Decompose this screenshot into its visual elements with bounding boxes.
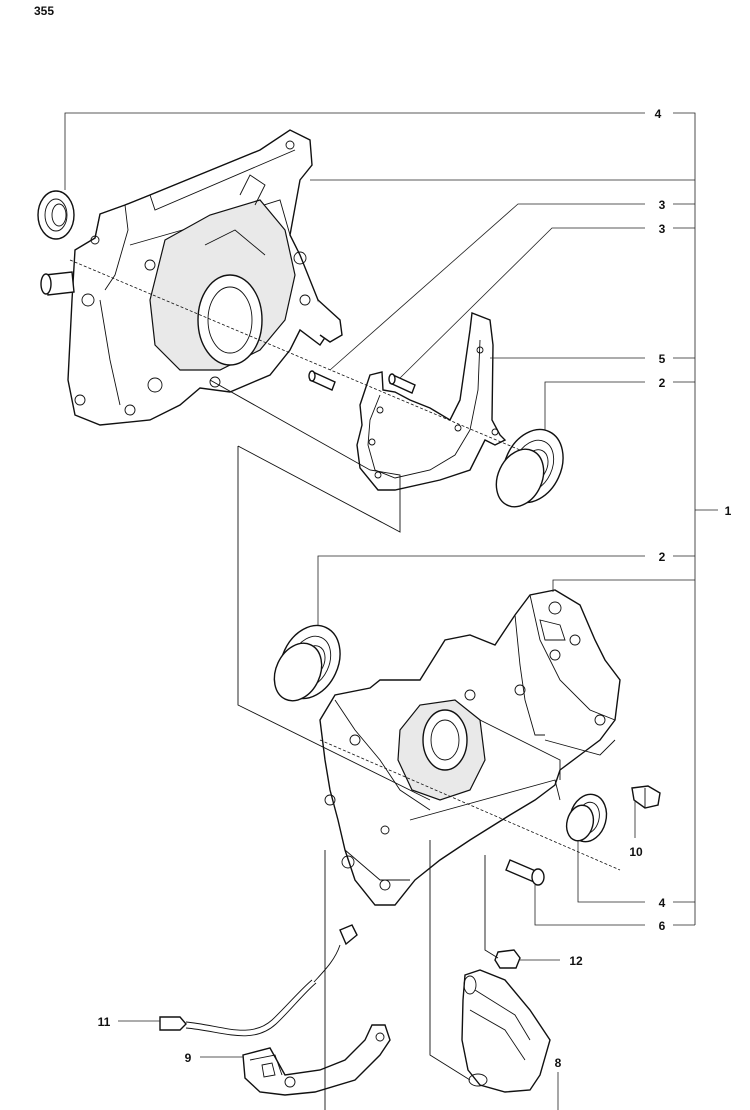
lower-crankcase-half xyxy=(319,589,621,906)
callout-1: 1 xyxy=(725,504,732,518)
callout-3-b: 3 xyxy=(659,222,666,236)
callout-12: 12 xyxy=(569,954,583,968)
callout-3-a: 3 xyxy=(659,198,666,212)
screw xyxy=(505,859,545,886)
connector xyxy=(494,949,521,969)
gasket xyxy=(356,312,507,491)
callout-4-bottom: 4 xyxy=(659,896,666,910)
upper-crankcase-half xyxy=(40,129,343,426)
guide-pin-2 xyxy=(388,373,416,394)
assembly-line-12 xyxy=(484,855,499,959)
callout-8: 8 xyxy=(555,1056,562,1070)
callout-5: 5 xyxy=(659,352,666,366)
callout-9: 9 xyxy=(185,1051,192,1065)
guide-pin-1 xyxy=(308,370,336,391)
callout-4-top: 4 xyxy=(655,107,662,121)
cover-plate xyxy=(461,969,551,1093)
assembly-line-lower xyxy=(319,739,621,871)
ball-bearing-lower xyxy=(273,624,341,702)
callout-2-lower: 2 xyxy=(659,550,666,564)
assembly-bracket-mid xyxy=(237,446,431,801)
oil-seal-lower xyxy=(565,793,608,843)
ball-bearing-upper xyxy=(495,428,564,508)
callout-10: 10 xyxy=(629,845,643,859)
callout-11: 11 xyxy=(98,1015,111,1029)
callout-2-upper: 2 xyxy=(659,376,666,390)
fitting xyxy=(631,785,661,809)
bracket xyxy=(242,1024,391,1096)
assembly-line-8 xyxy=(429,840,471,1081)
oil-seal-upper xyxy=(37,190,75,240)
callout-6: 6 xyxy=(659,919,666,933)
page-number: 355 xyxy=(34,4,55,18)
leader-lines xyxy=(64,112,718,1110)
assembly-bracket-upper xyxy=(209,379,401,533)
cable xyxy=(159,924,358,1037)
assembly-line-seal xyxy=(409,779,561,821)
assembly-line-upper xyxy=(69,259,521,451)
